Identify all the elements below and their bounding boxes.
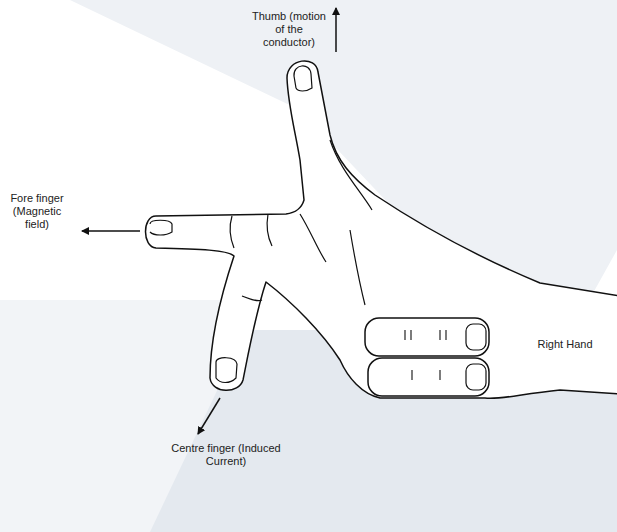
palm-crease xyxy=(300,214,326,262)
finger-label: Centre finger (Induced Current) xyxy=(168,442,284,468)
finger-nail xyxy=(466,364,486,390)
thumb-crease xyxy=(330,140,372,210)
thumb-nail xyxy=(294,66,312,91)
palm-crease xyxy=(350,230,365,305)
finger-crease xyxy=(230,216,234,248)
finger-crease xyxy=(242,296,262,301)
finger-label: Thumb (motion of the conductor) xyxy=(248,10,330,49)
curled-finger xyxy=(365,318,489,356)
direction-arrow xyxy=(82,230,140,232)
finger-crease xyxy=(267,214,272,246)
curled-finger xyxy=(368,358,489,396)
finger-label: Fore finger (Magnetic field) xyxy=(4,192,70,231)
figure-label: Right Hand xyxy=(520,338,610,351)
knuckle-marks xyxy=(405,330,446,380)
direction-arrow xyxy=(335,8,337,52)
finger-nail xyxy=(466,324,486,350)
centre-finger-nail xyxy=(216,358,237,383)
forefinger-nail xyxy=(150,220,172,235)
hand-outline xyxy=(146,61,617,398)
direction-arrow xyxy=(198,398,220,434)
